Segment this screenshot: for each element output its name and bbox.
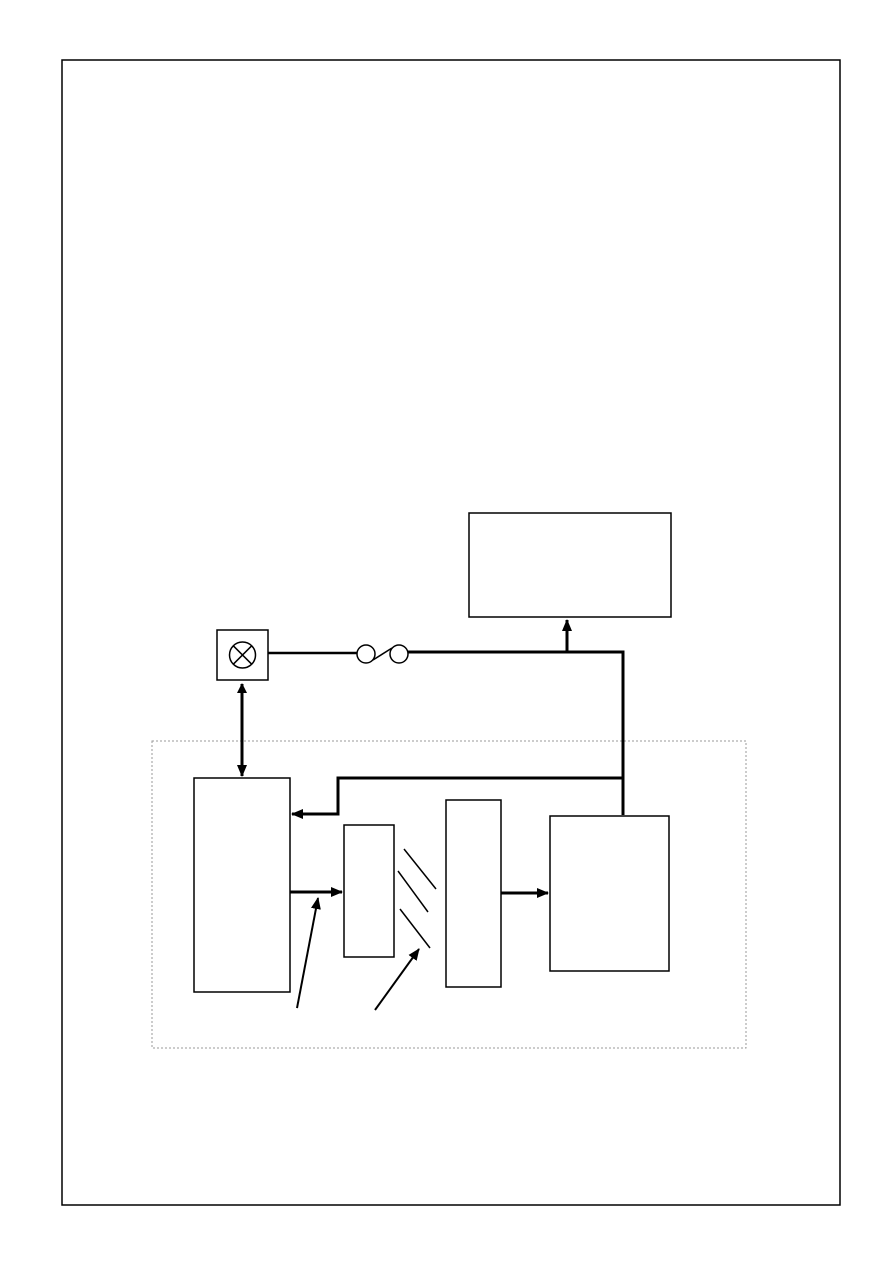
left-tall-block bbox=[193, 777, 291, 993]
gap-slash-2 bbox=[397, 870, 429, 913]
feedback-line bbox=[291, 776, 623, 819]
gap-slash-3 bbox=[399, 908, 431, 949]
middle-small-block bbox=[343, 824, 395, 958]
right-block bbox=[549, 815, 670, 972]
lamp-icon bbox=[216, 629, 269, 681]
fuse-to-bus-line bbox=[408, 650, 625, 815]
pointer-arrow-1 bbox=[296, 897, 321, 1009]
dashed-enclosure bbox=[151, 740, 747, 1049]
pointer-arrow-2 bbox=[374, 948, 420, 1011]
fuse-icon bbox=[356, 644, 409, 664]
middle-tall-block bbox=[445, 799, 502, 988]
gap-slash-1 bbox=[403, 848, 437, 890]
page-border bbox=[61, 59, 841, 1206]
top-right-block bbox=[468, 512, 672, 618]
